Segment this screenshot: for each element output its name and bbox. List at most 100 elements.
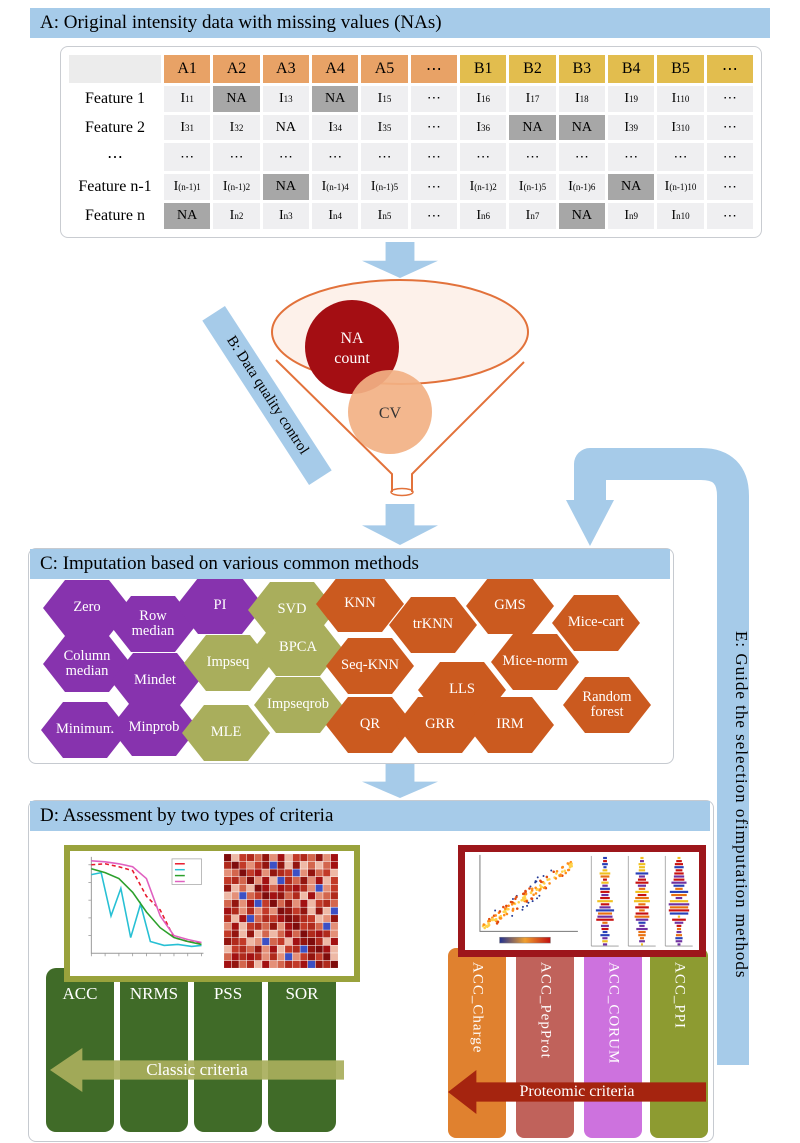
method-label: GRR: [425, 716, 455, 733]
table-cell: ⋯: [361, 143, 408, 172]
table-cell: ⋯: [459, 143, 507, 172]
na-cell: NA: [262, 174, 309, 201]
feedback-arrow-band: [574, 448, 749, 560]
na-count-label-line2: count: [334, 350, 370, 367]
panel-e-label-line2: imputation methods: [732, 825, 751, 979]
method-label: Impseq: [206, 654, 250, 671]
table-column-header: B5: [657, 55, 704, 83]
table-cell: ⋯: [706, 174, 753, 201]
table-cell: ⋯: [410, 203, 457, 229]
table-cell: I(n-1)5: [361, 174, 408, 201]
method-label: Row median: [131, 607, 175, 639]
method-label: BPCA: [279, 639, 317, 656]
method-label: GMS: [494, 597, 526, 614]
method-label: Minimum: [55, 721, 114, 738]
classic-criterion-pillar: NRMS: [120, 968, 188, 1132]
method-label: SVD: [277, 601, 307, 618]
table-column-header: B3: [558, 55, 605, 83]
classic-criterion-label: PSS: [213, 984, 243, 1003]
flow-arrow-b-to-c: [362, 504, 438, 545]
method-label: MLE: [210, 724, 242, 741]
table-cell: ⋯: [558, 143, 605, 172]
proteomic-criterion-pillar: ACC_CORUM: [584, 948, 642, 1138]
table-cell: ⋯: [509, 143, 556, 172]
table-column-header: ⋯: [410, 55, 457, 83]
table-column-header: B2: [509, 55, 556, 83]
classic-criterion-pillar: SOR: [268, 968, 336, 1132]
table-row-label: ⋯: [69, 143, 161, 172]
panel-c-title: C: Imputation based on various common me…: [30, 549, 670, 579]
method-label: Mindet: [134, 672, 176, 689]
ridge-panel: [661, 853, 695, 949]
method-label: PI: [213, 597, 227, 614]
ridge-plots-thumbnail: [587, 853, 695, 949]
table-cell: ⋯: [410, 143, 457, 172]
na-count-label-line1: NA: [340, 330, 364, 347]
imputation-method-hex: Random forest: [563, 677, 651, 733]
na-cell: NA: [607, 174, 655, 201]
funnel-cone: [275, 359, 525, 492]
proteomic-criterion-label: ACC_PPI: [671, 962, 688, 1030]
method-label: Zero: [73, 599, 101, 616]
proteomic-criterion-label: ACC_Charge: [469, 962, 486, 1054]
proteomic-criterion-label: ACC_PepProt: [537, 962, 554, 1059]
table-column-header: B1: [459, 55, 507, 83]
table-cell: ⋯: [262, 143, 309, 172]
line-chart-thumbnail: [72, 851, 212, 976]
table-column-header: A5: [361, 55, 408, 83]
table-cell: I(n-1)10: [657, 174, 704, 201]
na-count-circle: [305, 300, 399, 394]
table-cell: I(n-1)6: [558, 174, 605, 201]
method-label: Impseqrob: [266, 696, 329, 713]
imputation-method-hex: Mice-cart: [552, 595, 640, 651]
feedback-arrowhead: [566, 500, 614, 546]
table-column-header: A1: [164, 55, 211, 83]
panel-a-title: A: Original intensity data with missing …: [30, 8, 770, 38]
table-column-header: A3: [262, 55, 309, 83]
table-cell: ⋯: [706, 85, 753, 112]
table-cell: I(n-1)5: [509, 174, 556, 201]
table-cell: ⋯: [311, 143, 359, 172]
method-label: LLS: [449, 681, 475, 698]
table-cell: ⋯: [706, 143, 753, 172]
proteomic-criterion-pillar: ACC_PPI: [650, 948, 708, 1138]
ridge-panel: [587, 853, 621, 949]
table-cell: NA: [262, 114, 309, 141]
na-cell: NA: [164, 203, 211, 229]
table-row-label: Feature 2: [69, 114, 161, 141]
cv-circle: [348, 370, 432, 454]
table-cell: ⋯: [410, 114, 457, 141]
method-label: Column median: [63, 647, 111, 679]
ridge-panel: [624, 853, 658, 949]
table-cell: I(n-1)4: [311, 174, 359, 201]
classic-charts-frame: [64, 845, 360, 982]
method-label: Seq-KNN: [341, 657, 399, 674]
method-label: Mice-cart: [567, 614, 625, 631]
table-column-header: A4: [311, 55, 359, 83]
classic-criterion-label: NRMS: [129, 984, 179, 1003]
proteomic-charts-frame: [458, 845, 706, 957]
method-label: Mice-norm: [502, 653, 568, 670]
method-label: Random forest: [582, 688, 632, 720]
na-cell: NA: [213, 85, 260, 112]
table-cell: ⋯: [410, 85, 457, 112]
imputation-method-hex: MLE: [182, 705, 270, 761]
proteomic-criterion-label: ACC_CORUM: [605, 962, 622, 1065]
